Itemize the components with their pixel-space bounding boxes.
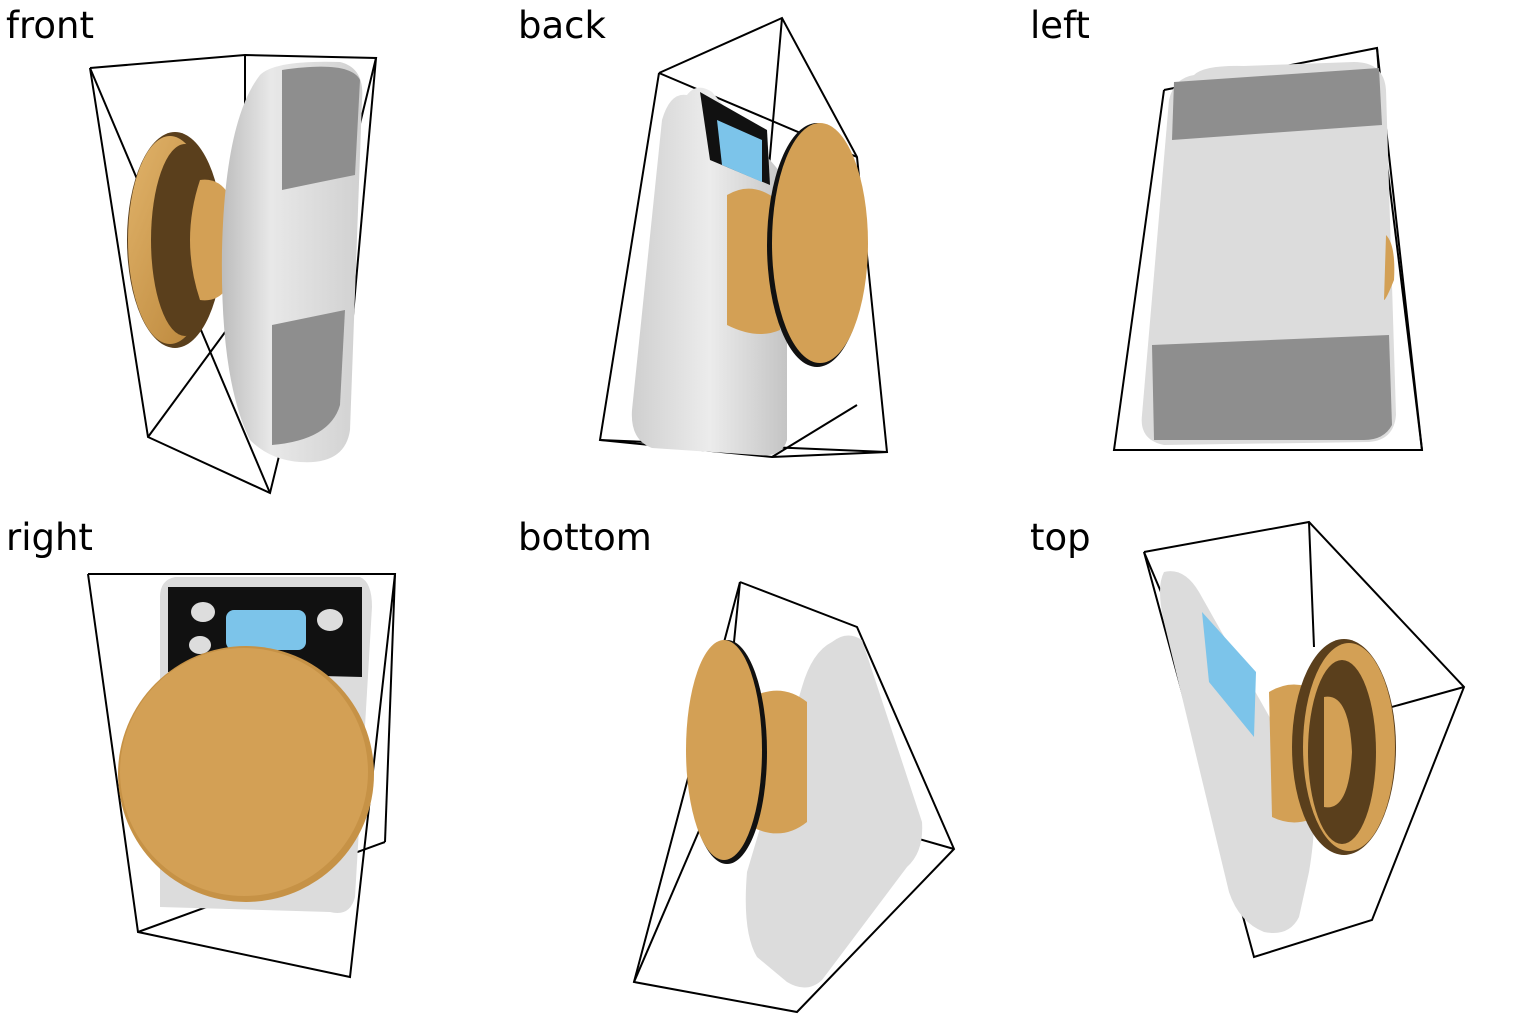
view-label-back: back [518,4,606,47]
scale-body [1141,62,1396,445]
right-view-render [87,573,397,979]
scale-body [745,635,923,988]
disc [727,123,868,367]
view-label-right: right [6,516,93,559]
top-view-render [1143,520,1466,959]
panel-right: right [0,512,512,1024]
panel-top: top [1024,512,1536,1024]
view-label-left: left [1030,4,1090,47]
bottom-view-render [632,581,956,1014]
scale-body [631,87,787,456]
disc [1269,639,1396,855]
front-view-render [89,53,378,495]
scale-body [1160,571,1314,933]
view-label-bottom: bottom [518,516,652,559]
disc [686,640,807,864]
disc [118,646,374,902]
view-label-top: top [1030,516,1091,559]
scale-body [221,61,363,463]
panel-back: back [512,0,1024,512]
panel-front: front [0,0,512,512]
back-view-render [598,16,889,459]
view-label-front: front [6,4,95,47]
left-view-render [1112,46,1424,451]
panel-left: left [1024,0,1536,512]
panel-bottom: bottom [512,512,1024,1024]
